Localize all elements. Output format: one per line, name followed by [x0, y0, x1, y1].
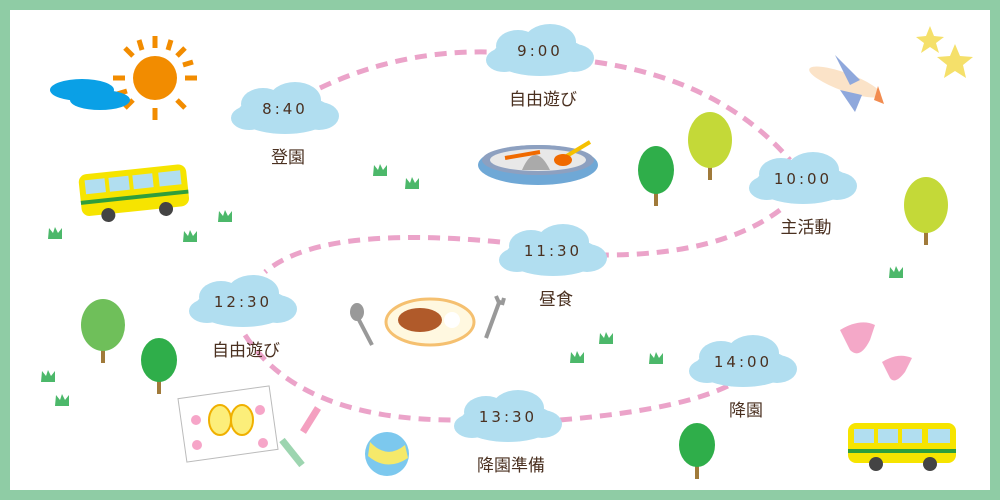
schedule-activity: 降園準備	[477, 456, 545, 476]
grass-icon	[570, 351, 584, 363]
cloud-icon	[486, 24, 594, 76]
tree-icon	[81, 299, 125, 363]
tree-icon	[688, 112, 732, 180]
bus-icon	[848, 423, 956, 471]
airplane-icon	[809, 55, 884, 112]
spoon-icon	[350, 303, 374, 346]
schedule-illustration: 8:40 登園 9:00 自由遊び 10:00 主活動 11:30 昼食 12:30 自由遊び 13…	[10, 10, 990, 490]
lunch-plate-icon	[384, 297, 476, 347]
grass-icon	[889, 266, 903, 278]
cloud-icon	[189, 275, 297, 327]
tree-icon	[904, 177, 948, 245]
decorations	[41, 24, 973, 479]
schedule-time: 11:30	[523, 242, 583, 260]
grass-icon	[218, 210, 232, 222]
grass-icon	[405, 177, 419, 189]
grass-icon	[41, 370, 55, 382]
schedule-activity: 登園	[271, 148, 305, 168]
schedule-activity: 主活動	[780, 218, 832, 238]
schedule-time: 12:30	[213, 293, 273, 311]
schedule-activity: 自由遊び	[509, 90, 577, 110]
crayon-icon	[300, 406, 321, 434]
schedule-activity: 昼食	[539, 290, 573, 310]
grass-icon	[183, 230, 197, 242]
schedule-time: 9:00	[517, 42, 563, 60]
cloud-icon	[689, 335, 797, 387]
grass-icon	[373, 164, 387, 176]
bird-icon	[840, 322, 875, 354]
schedule-activity: 自由遊び	[212, 341, 280, 361]
sandbox-icon	[478, 140, 598, 185]
bird-icon	[882, 355, 912, 381]
grass-icon	[55, 394, 69, 406]
sun-icon	[113, 36, 197, 120]
blue-cloud-icon	[50, 79, 130, 110]
timeline-path	[242, 49, 792, 423]
tree-icon	[679, 423, 715, 479]
cloud-icon	[231, 82, 339, 134]
tree-icon	[638, 146, 674, 206]
fork-icon	[484, 295, 506, 339]
schedule-time: 14:00	[713, 353, 773, 371]
cloud-icon	[499, 224, 607, 276]
schedule-time: 13:30	[478, 408, 538, 426]
grass-icon	[599, 332, 613, 344]
butterfly-drawing-icon	[177, 385, 279, 463]
schedule-time: 8:40	[262, 100, 308, 118]
crayon-icon	[279, 437, 305, 468]
cloud-icon	[749, 152, 857, 204]
cloud-icon	[454, 390, 562, 442]
schedule-activity: 降園	[729, 401, 763, 421]
schedule-time: 10:00	[773, 170, 833, 188]
ball-icon	[365, 432, 409, 476]
star-icon	[916, 26, 973, 78]
grass-icon	[649, 352, 663, 364]
tree-icon	[141, 338, 177, 394]
grass-icon	[48, 227, 62, 239]
bus-icon	[78, 164, 190, 223]
